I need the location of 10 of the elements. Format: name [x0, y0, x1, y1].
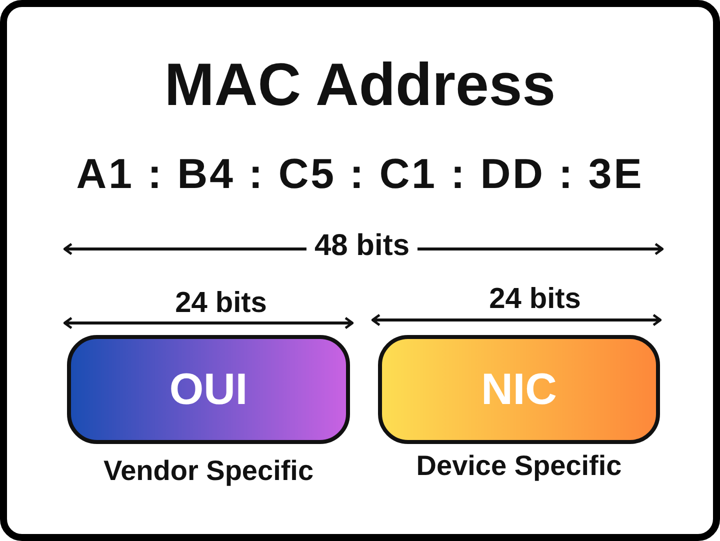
address-value: A1 : B4 : C5 : C1 : DD : 3E: [76, 150, 644, 198]
segment-label: NIC: [481, 364, 557, 414]
segment-label: OUI: [169, 364, 248, 414]
segment-caption: Device Specific: [416, 449, 622, 483]
segment-caption: Vendor Specific: [103, 454, 314, 488]
segment-block: [67, 335, 350, 444]
bit-count-label: 24 bits: [175, 286, 267, 321]
segment-block: [378, 335, 660, 444]
title: MAC Address: [164, 50, 556, 120]
bit-count-label: 24 bits: [489, 282, 581, 317]
